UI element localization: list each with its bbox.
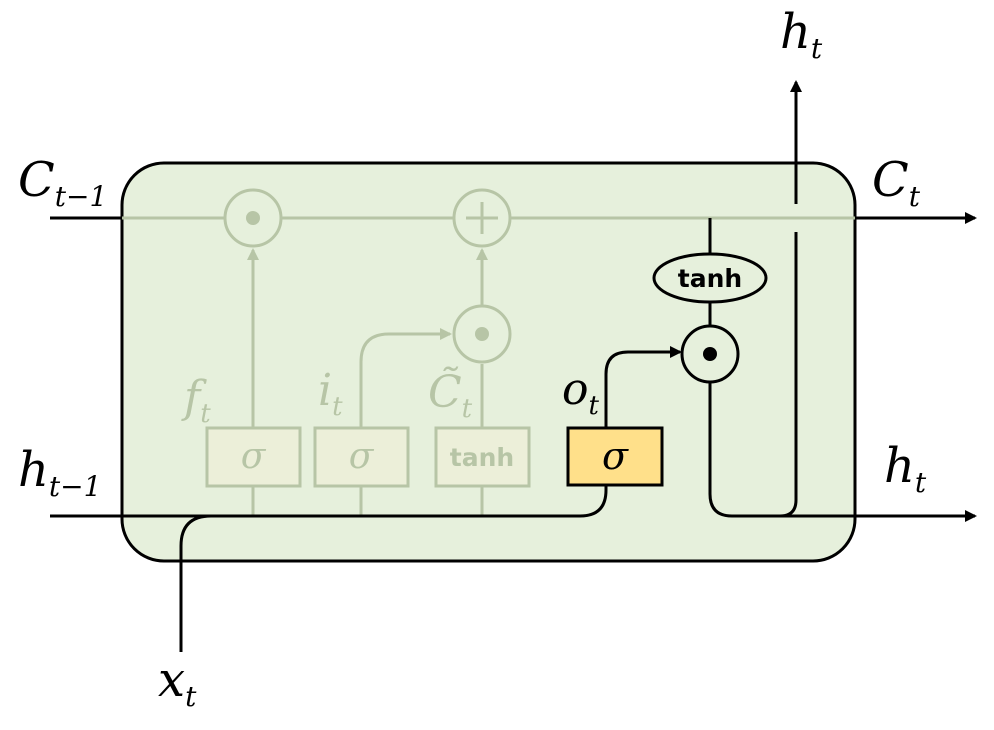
c-next-label: Ct: [872, 152, 921, 213]
output-gate-label: ot: [562, 364, 600, 421]
h-next-top-label: ht: [780, 4, 823, 65]
candidate-tanh-box: [434, 426, 531, 488]
c-prev-label: Ct−1: [18, 152, 107, 213]
output-gate-box: [566, 426, 664, 487]
hidden-output-up-branch: [779, 232, 798, 518]
hidden-bus-to-output-gate: [579, 486, 608, 518]
output-gate-to-multiply: [604, 346, 682, 428]
output-gate-sigma: σ: [602, 434, 629, 478]
forget-multiply-dot: [246, 211, 260, 225]
candidate-label: C̃t: [428, 365, 473, 424]
x-input-line: [179, 514, 212, 652]
multiply-to-hidden-output: [708, 382, 796, 518]
forget-gate-box: [205, 426, 302, 488]
x-input-label: xt: [158, 652, 197, 713]
h-next-right-label: ht: [884, 438, 927, 499]
candidate-multiply-dot: [475, 327, 489, 341]
input-gate-box: [313, 426, 410, 488]
output-multiply-dot: [703, 347, 717, 361]
input-gate-to-multiply: [359, 328, 452, 428]
forget-gate-sigma: σ: [241, 436, 267, 477]
candidate-tanh-label: tanh: [450, 443, 514, 472]
input-gate-label: it: [318, 365, 343, 422]
output-tanh-label: tanh: [678, 264, 742, 293]
h-prev-label: ht−1: [18, 442, 101, 503]
input-gate-sigma: σ: [349, 436, 375, 477]
